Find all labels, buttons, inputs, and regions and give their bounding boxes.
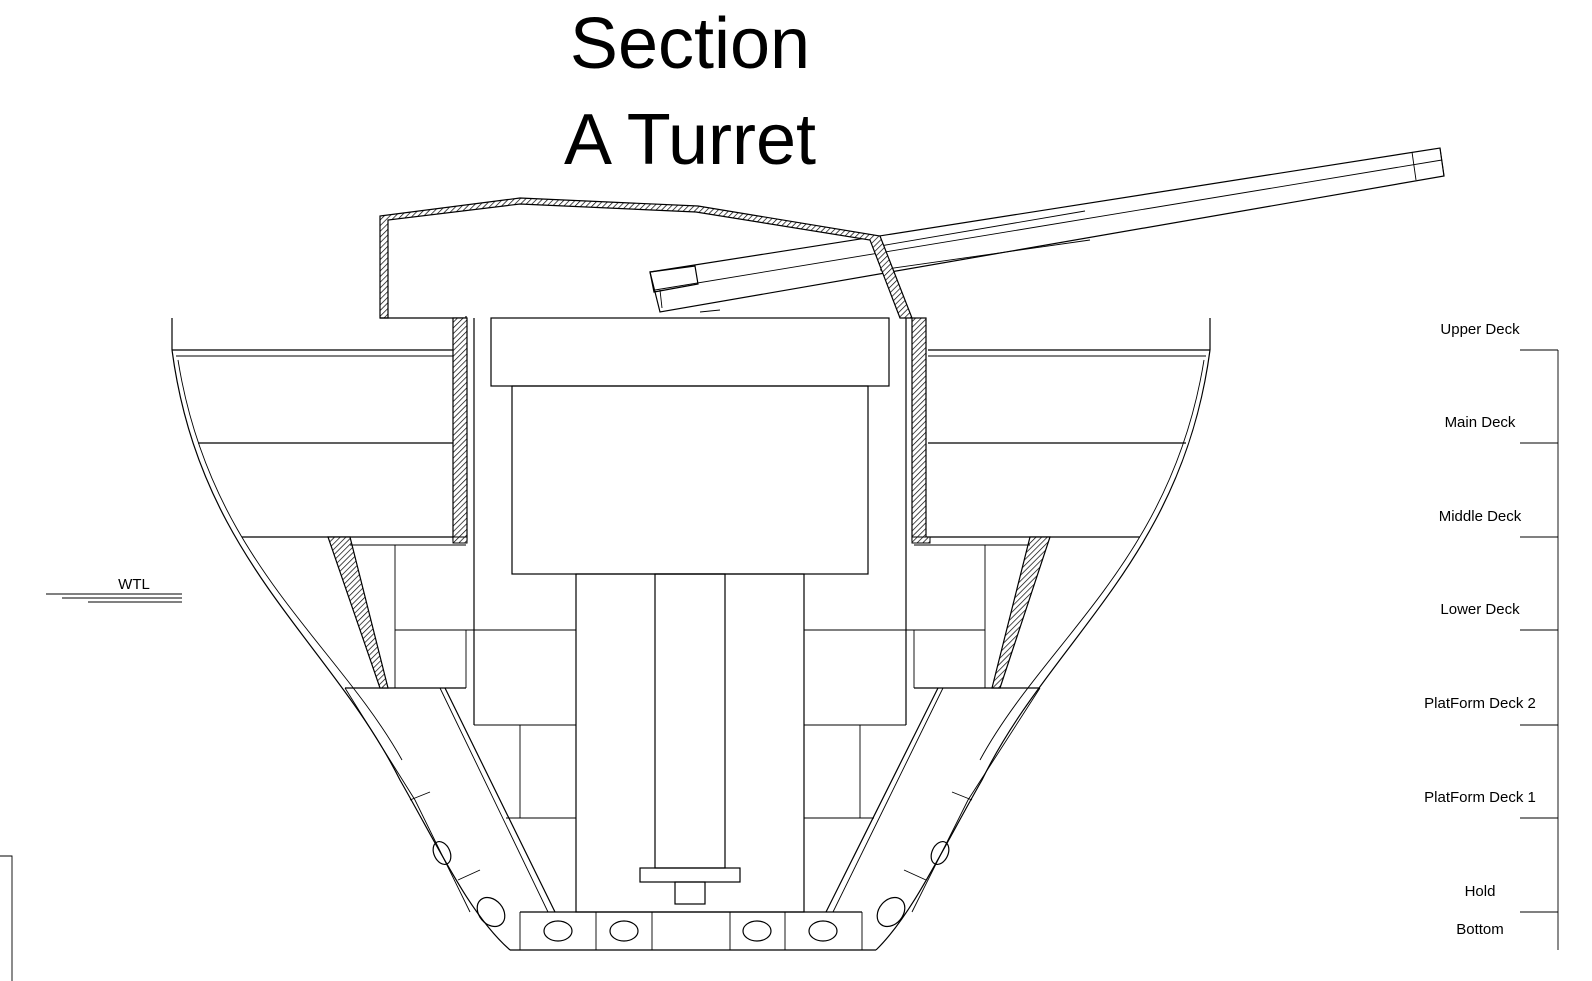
deck-label-middle-deck: Middle Deck: [1439, 508, 1522, 525]
drawing-title-line-2: A Turret: [564, 100, 816, 180]
hull-outline: [171, 318, 1211, 951]
deck-label-platform-deck-2: PlatForm Deck 2: [1424, 695, 1536, 712]
deck-label-main-deck: Main Deck: [1445, 414, 1516, 431]
deck-level-scale: Upper Deck Main Deck Middle Deck Lower D…: [1424, 321, 1559, 950]
drawing-title-line-1: Section: [570, 4, 810, 84]
decks-port: [172, 349, 466, 689]
barbette-armour: [327, 317, 1051, 689]
gun-barrel: [649, 147, 1445, 313]
waterline-marker: WTL: [46, 576, 182, 603]
decks-starboard: [914, 349, 1210, 689]
compartments-port: [344, 544, 576, 913]
deck-label-hold: Hold: [1465, 883, 1496, 900]
double-bottom: [409, 791, 973, 950]
deck-label-lower-deck: Lower Deck: [1440, 601, 1520, 618]
turret-trunk: [473, 317, 907, 913]
waterline-label: WTL: [118, 576, 150, 593]
deck-label-upper-deck: Upper Deck: [1440, 321, 1520, 338]
deck-label-platform-deck-1: PlatForm Deck 1: [1424, 789, 1536, 806]
frame-corner: [0, 855, 13, 981]
compartments-starboard: [804, 544, 1041, 913]
gunhouse: [379, 197, 913, 319]
deck-label-bottom: Bottom: [1456, 921, 1504, 938]
